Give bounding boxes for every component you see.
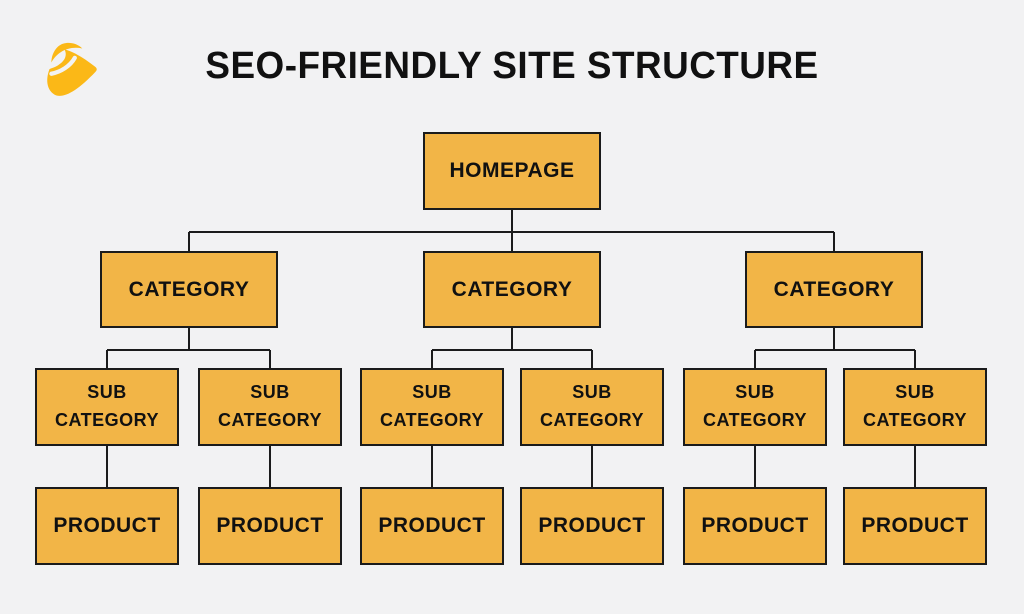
node-homepage: HOMEPAGE: [423, 132, 601, 210]
node-product-5: PRODUCT: [683, 487, 827, 565]
node-category-3: CATEGORY: [745, 251, 923, 328]
node-subcategory-1: SUB CATEGORY: [35, 368, 179, 446]
node-product-6: PRODUCT: [843, 487, 987, 565]
node-product-3: PRODUCT: [360, 487, 504, 565]
node-subcategory-5: SUB CATEGORY: [683, 368, 827, 446]
node-category-1: CATEGORY: [100, 251, 278, 328]
node-subcategory-6: SUB CATEGORY: [843, 368, 987, 446]
node-product-2: PRODUCT: [198, 487, 342, 565]
node-subcategory-2: SUB CATEGORY: [198, 368, 342, 446]
node-product-4: PRODUCT: [520, 487, 664, 565]
node-product-1: PRODUCT: [35, 487, 179, 565]
brand-logo-icon: [42, 39, 102, 101]
page-title: SEO-FRIENDLY SITE STRUCTURE: [205, 45, 819, 87]
node-category-2: CATEGORY: [423, 251, 601, 328]
node-subcategory-4: SUB CATEGORY: [520, 368, 664, 446]
node-subcategory-3: SUB CATEGORY: [360, 368, 504, 446]
